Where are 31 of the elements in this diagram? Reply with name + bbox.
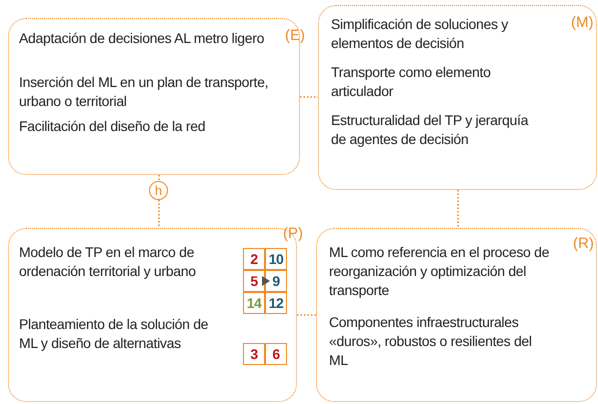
table-cell: 3 [243, 343, 265, 365]
box-text: Inserción del ML en un plan de transporte, urbano o territorial [19, 73, 269, 111]
dotted-connector [158, 175, 160, 181]
section-letter: (M) [571, 14, 594, 31]
step-circle [149, 181, 168, 200]
box-text: Modelo de TP en el marco de ordenación territorial y urbano [19, 243, 197, 281]
box-text: Adaptación de decisiones AL metro ligero [19, 29, 266, 48]
box-text: Transporte como elemento articulador [331, 63, 492, 101]
box-text: Simplificación de soluciones y elementos de decisión [331, 15, 510, 53]
table-cell: 9 [265, 270, 287, 292]
box-text: Planteamiento de la solución de ML y diseño de alternativas [19, 315, 210, 353]
dotted-connector [300, 96, 318, 98]
section-letter: (E) [285, 27, 305, 44]
table-cell: 12 [265, 292, 287, 314]
table-cell: 10 [265, 248, 287, 270]
section-letter: (P) [283, 225, 303, 242]
table-cell: 5 [243, 270, 265, 292]
dotted-connector [297, 314, 316, 316]
box-text: Componentes infraestructurales «duros», robustos o resilientes del ML [329, 313, 533, 370]
box-text: Facilitación del diseño de la red [19, 117, 206, 136]
section-letter: (R) [573, 235, 593, 252]
dotted-connector [158, 200, 160, 228]
dotted-connector [457, 190, 459, 228]
circle-letter: h [154, 183, 162, 198]
rounded-box [316, 228, 597, 402]
table-cell: 14 [243, 292, 265, 314]
table-cell: 2 [243, 248, 265, 270]
rounded-box [318, 5, 597, 190]
table-cell: 6 [265, 343, 287, 365]
box-text: ML como referencia en el proceso de reorganización y optimización del transporte [329, 243, 550, 300]
box-text: Estructuralidad del TP y jerarquía de agentes de decisión [331, 111, 530, 149]
